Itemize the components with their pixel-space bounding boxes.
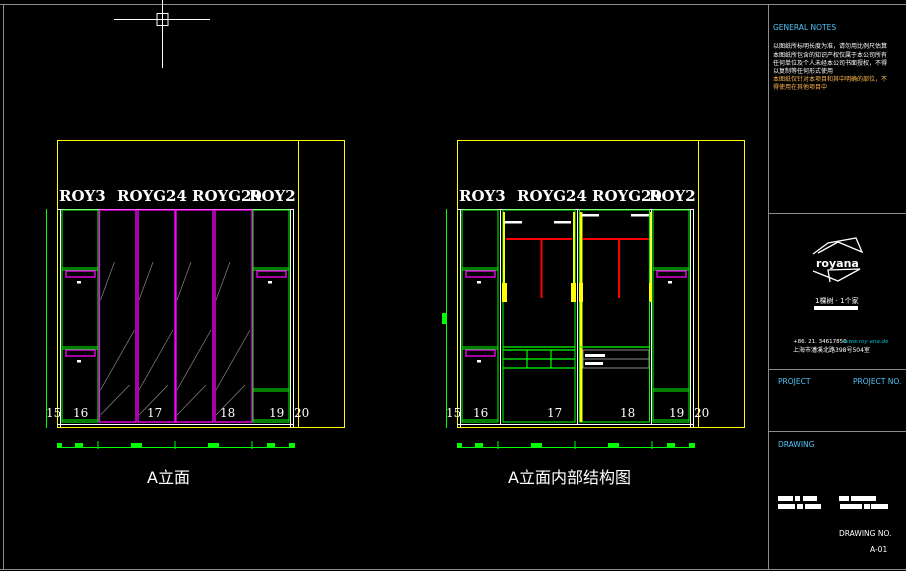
logo-text: royana — [816, 257, 859, 270]
drawing-no: A-01 — [870, 545, 887, 554]
section-number: 16 — [73, 406, 88, 420]
glass-reflection — [100, 384, 130, 416]
side-rails — [502, 212, 652, 422]
dimension-marker — [475, 443, 483, 448]
hanger-rail-icon — [465, 270, 496, 278]
light-icon — [668, 281, 672, 284]
interior-hanging-section — [442, 209, 652, 425]
section-number: 19 — [269, 406, 284, 420]
light-icon — [77, 281, 81, 284]
dimension-marker — [689, 443, 695, 448]
side-column — [652, 209, 690, 423]
glass-door[interactable] — [214, 209, 253, 423]
module-label: ROY2 — [649, 187, 696, 205]
note-line: 以图纸所标明长度为准，请勿用比例尺估算 — [773, 42, 887, 50]
module-label: ROY3 — [59, 187, 106, 205]
glass-reflection — [176, 329, 212, 391]
redacted-blocks — [778, 496, 888, 509]
phone: +86. 21. 34617850 — [793, 339, 847, 345]
outline-box — [457, 140, 745, 428]
module-label: ROY2 — [249, 187, 296, 205]
royana-logo — [812, 237, 864, 283]
note-line: 任何单位及个人未经本公司书面授权，不得 — [773, 59, 887, 67]
drawing-frame — [0, 4, 906, 570]
title-block: GENERAL NOTES 以图纸所标明长度为准，请勿用比例尺估算 本图纸所包含… — [773, 23, 901, 554]
hanger-rail-icon — [656, 270, 687, 278]
light-icon — [477, 281, 481, 284]
module-label: ROYG24 — [517, 187, 587, 205]
dimension-marker — [267, 443, 275, 448]
section-number: 15 — [46, 406, 61, 420]
address: 上海市漕溪北路398号504室 — [793, 346, 870, 354]
dimension-marker — [208, 443, 219, 448]
dimension-marker — [57, 443, 62, 448]
drawing-label: DRAWING — [778, 440, 815, 449]
hanger-rail-icon — [65, 349, 96, 357]
glass-reflection — [138, 384, 169, 416]
hanger-rail-icon — [256, 270, 287, 278]
section-number: 17 — [547, 406, 562, 420]
dimension-marker — [131, 443, 142, 448]
section-number: 15 — [446, 406, 461, 420]
dimension-marker — [667, 443, 675, 448]
glass-door[interactable] — [175, 209, 214, 423]
drawer-unit — [582, 349, 650, 369]
module-label: ROYG29 — [592, 187, 662, 205]
light-icon — [268, 281, 272, 284]
tagline-bar — [814, 306, 858, 310]
outline-box — [57, 140, 345, 428]
light-icon — [77, 360, 81, 363]
dimension-marker — [289, 443, 295, 448]
note-line: 得使用在其他项目中 — [773, 83, 827, 91]
note-line: 本图纸仅针对本项目和其中明确的部位，不 — [773, 75, 887, 83]
dimension-marker — [75, 443, 83, 448]
elevation-title: A立面 — [147, 468, 190, 487]
module-label: ROYG29 — [192, 187, 262, 205]
glass-reflection — [215, 261, 231, 301]
drawing-no-label: DRAWING NO. — [839, 529, 891, 538]
tagline: 1棵树 · 1个家 — [815, 296, 859, 305]
section-number: 19 — [669, 406, 684, 420]
hanging-rods — [506, 238, 649, 298]
note-line: 本图纸所包含的知识产权仅属于本公司所有 — [773, 51, 887, 59]
section-number: 20 — [294, 406, 309, 420]
glass-reflection — [138, 261, 154, 301]
glass-reflection — [215, 329, 251, 391]
section-number: 20 — [694, 406, 709, 420]
dimension-marker — [457, 443, 462, 448]
section-number: 18 — [620, 406, 635, 420]
glass-reflection — [138, 329, 174, 391]
general-notes-heading: GENERAL NOTES — [773, 23, 836, 32]
side-column — [61, 209, 99, 423]
project-no-label: PROJECT NO. — [853, 377, 901, 386]
hanger-rail-icon — [465, 349, 496, 357]
section-number: 17 — [147, 406, 162, 420]
glass-door[interactable] — [98, 209, 137, 423]
module-label: ROYG24 — [117, 187, 187, 205]
elevation-title: A立面内部结构图 — [508, 468, 631, 487]
lights — [504, 214, 649, 224]
crosshair-cursor-icon — [114, 0, 210, 68]
website-link[interactable]: www.roy ana.de — [844, 339, 889, 345]
project-label: PROJECT — [778, 377, 811, 386]
side-column — [252, 209, 290, 423]
glass-reflection — [215, 384, 246, 416]
module-label: ROY3 — [459, 187, 506, 205]
section-number: 18 — [220, 406, 235, 420]
glass-reflection — [176, 384, 207, 416]
glass-reflection — [100, 329, 135, 391]
side-column — [461, 209, 499, 423]
hanger-rail-icon — [65, 270, 96, 278]
dimension-marker — [531, 443, 542, 448]
glass-reflection — [100, 261, 115, 301]
note-line: 以复制等任何形式使用 — [773, 67, 833, 75]
dimension-marker — [608, 443, 619, 448]
section-number: 16 — [473, 406, 488, 420]
light-icon — [477, 360, 481, 363]
glass-reflection — [176, 261, 192, 301]
glass-door[interactable] — [137, 209, 176, 423]
shelf-grid — [503, 346, 649, 369]
